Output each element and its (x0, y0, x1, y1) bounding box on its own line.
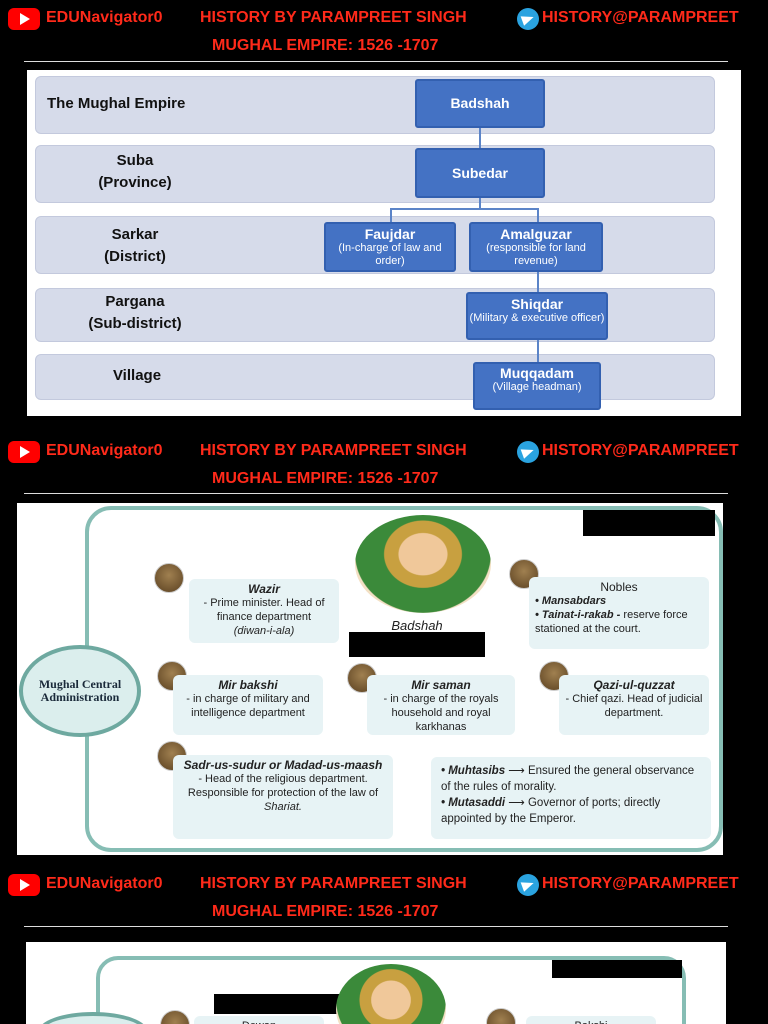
central-admin-diagram: Badshah Mughal Central Administration Wa… (17, 503, 723, 855)
redaction-box (349, 632, 485, 657)
channel-name: EDUNavigator0 (46, 9, 163, 26)
qazi-card: Qazi-ul-quzzat - Chief qazi. Head of jud… (559, 675, 709, 735)
redaction-box (214, 994, 374, 1014)
header-title: HISTORY BY PARAMPREET SINGH (200, 442, 467, 459)
header-subtitle: MUGHAL EMPIRE: 1526 -1707 (212, 470, 439, 487)
header-title: HISTORY BY PARAMPREET SINGH (200, 9, 467, 26)
row-empire (35, 76, 715, 134)
divider (24, 61, 728, 62)
nobles-thumbnail (509, 559, 539, 589)
nobles-card: Nobles • Mansabdars • Tainat-i-rakab - r… (529, 577, 709, 649)
header-subtitle: MUGHAL EMPIRE: 1526 -1707 (212, 903, 439, 920)
youtube-icon (8, 441, 40, 463)
badshah-box: Badshah (415, 79, 545, 128)
divider (24, 926, 728, 927)
diagram-frame (96, 956, 686, 1024)
admin-hierarchy-chart: The Mughal Empire Suba(Province) Sarkar(… (27, 70, 741, 416)
header-bar: EDUNavigator0 HISTORY BY PARAMPREET SING… (0, 433, 768, 495)
telegram-handle: HISTORY@PARAMPREET (542, 9, 739, 26)
header-subtitle: MUGHAL EMPIRE: 1526 -1707 (212, 37, 439, 54)
connector (390, 208, 392, 222)
connector (479, 128, 481, 148)
header-title: HISTORY BY PARAMPREET SINGH (200, 875, 467, 892)
youtube-icon (8, 874, 40, 896)
channel-name: EDUNavigator0 (46, 442, 163, 459)
muqqadam-box: Muqqadam (Village headman) (473, 362, 601, 410)
mir-bakshi-card: Mir bakshi - in charge of military and i… (173, 675, 323, 735)
badshah-portrait (355, 515, 491, 613)
header-bar: EDUNavigator0 HISTORY BY PARAMPREET SING… (0, 866, 768, 928)
connector (537, 208, 539, 222)
amalguzar-box: Amalguzar (responsible for land revenue) (469, 222, 603, 272)
mir-saman-card: Mir saman - in charge of the royals hous… (367, 675, 515, 735)
sadr-card: Sadr-us-sudur or Madad-us-maash - Head o… (173, 755, 393, 839)
subedar-box: Subedar (415, 148, 545, 198)
redaction-box (552, 960, 682, 978)
level-empire: The Mughal Empire (47, 95, 186, 112)
telegram-handle: HISTORY@PARAMPREET (542, 442, 739, 459)
connector (390, 208, 539, 210)
connector (479, 198, 481, 208)
wazir-thumbnail (154, 563, 184, 593)
telegram-icon (517, 441, 539, 463)
badshah-label: Badshah (391, 618, 443, 633)
telegram-icon (517, 874, 539, 896)
level-sarkar: Sarkar(District) (104, 226, 166, 265)
muhtasibs-card: • Muhtasibs ⟶ Ensured the general observ… (431, 757, 711, 839)
central-admin-circle: Mughal Central Administration (19, 645, 141, 737)
level-pargana: Pargana(Sub-district) (88, 293, 182, 332)
bakshi-card: Bakshi (526, 1016, 656, 1024)
connector (537, 340, 539, 362)
dewan-card: Dewan (194, 1016, 324, 1024)
level-suba: Suba(Province) (98, 152, 172, 191)
telegram-handle: HISTORY@PARAMPREET (542, 875, 739, 892)
level-village: Village (112, 367, 162, 384)
row-village (35, 354, 715, 400)
shiqdar-box: Shiqdar (Military & executive officer) (466, 292, 608, 340)
faujdar-box: Faujdar (In-charge of law and order) (324, 222, 456, 272)
next-slide-preview: Dewan Bakshi (26, 942, 726, 1024)
row-suba (35, 145, 715, 203)
wazir-card: Wazir - Prime minister. Head of finance … (189, 579, 339, 643)
divider (24, 493, 728, 494)
channel-name: EDUNavigator0 (46, 875, 163, 892)
redaction-box (583, 510, 715, 536)
connector (537, 272, 539, 292)
youtube-icon (8, 8, 40, 30)
header-bar: EDUNavigator0 HISTORY BY PARAMPREET SING… (0, 0, 768, 62)
telegram-icon (517, 8, 539, 30)
